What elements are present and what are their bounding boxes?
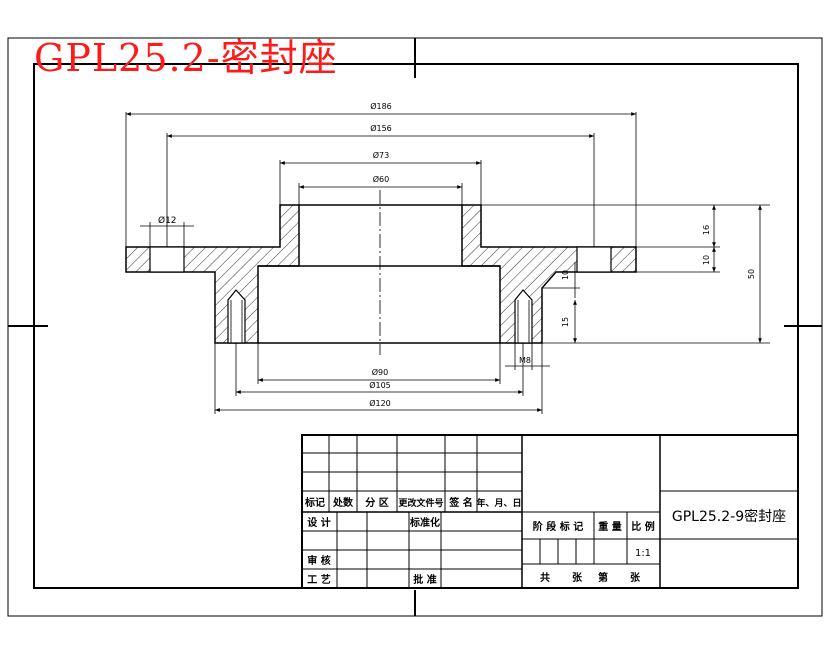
dim-h15: 15 <box>561 317 570 327</box>
dim-h16: 16 <box>702 225 711 235</box>
tb-design: 设 计 <box>307 516 330 529</box>
tb-scale: 比 例 <box>631 520 654 533</box>
tb-process: 工 艺 <box>307 573 330 586</box>
dim-h10: 10 <box>702 255 711 265</box>
tb-rev-date: 年、月、日 <box>476 497 521 509</box>
part-section <box>125 190 637 355</box>
tb-sheets-total: 共 <box>540 571 550 584</box>
right-bolt-hole <box>576 246 612 273</box>
dim-d90: Ø90 <box>372 367 388 377</box>
left-tapped-hole <box>227 289 246 344</box>
tb-approve: 批 准 <box>413 573 436 586</box>
tb-rev-sign: 签 名 <box>448 496 472 509</box>
dim-d12: Ø12 <box>158 215 177 226</box>
title-block: 标记 处数 分 区 更改文件号 签 名 年、月、日 设 计 标准化 审 核 工 … <box>301 434 799 589</box>
dim-d60: Ø60 <box>373 174 389 184</box>
dim-d105: Ø105 <box>369 380 391 390</box>
outer-frame <box>7 37 823 617</box>
dim-m8: M8 <box>519 356 531 365</box>
tb-rev-count: 处数 <box>332 496 354 509</box>
dim-d120: Ø120 <box>369 398 391 408</box>
tb-sheet-no: 第 <box>598 571 608 584</box>
left-bolt-hole <box>149 246 185 273</box>
tb-drawing-name: GPL25.2-9密封座 <box>672 508 786 525</box>
dim-d156: Ø156 <box>370 123 392 133</box>
tb-rev-zone: 分 区 <box>365 496 388 509</box>
dimension-labels: Ø186 Ø156 Ø73 Ø60 Ø12 Ø90 Ø105 Ø120 M8 1… <box>158 101 756 408</box>
tb-sheets-unit2: 张 <box>630 571 641 584</box>
tb-weight: 重 量 <box>598 520 621 533</box>
dim-d186: Ø186 <box>370 101 392 111</box>
dim-h50: 50 <box>747 269 756 279</box>
tb-sheets-unit1: 张 <box>572 571 583 584</box>
centering-marks <box>8 38 822 616</box>
tb-rev-doc: 更改文件号 <box>398 497 443 509</box>
tb-review: 审 核 <box>307 554 330 567</box>
right-flange-section <box>461 204 637 344</box>
tb-rev-mark: 标记 <box>304 496 325 509</box>
tb-standardize: 标准化 <box>409 516 440 529</box>
dim-d73: Ø73 <box>373 150 389 160</box>
watermark-title: GPL25.2-密封座 <box>34 36 338 80</box>
dimension-lines <box>125 112 770 414</box>
tb-stage-mark: 阶 段 标 记 <box>533 520 583 533</box>
dim-h10b: 10 <box>561 270 570 280</box>
tb-scale-value: 1:1 <box>635 548 651 559</box>
right-tapped-hole <box>514 289 533 344</box>
